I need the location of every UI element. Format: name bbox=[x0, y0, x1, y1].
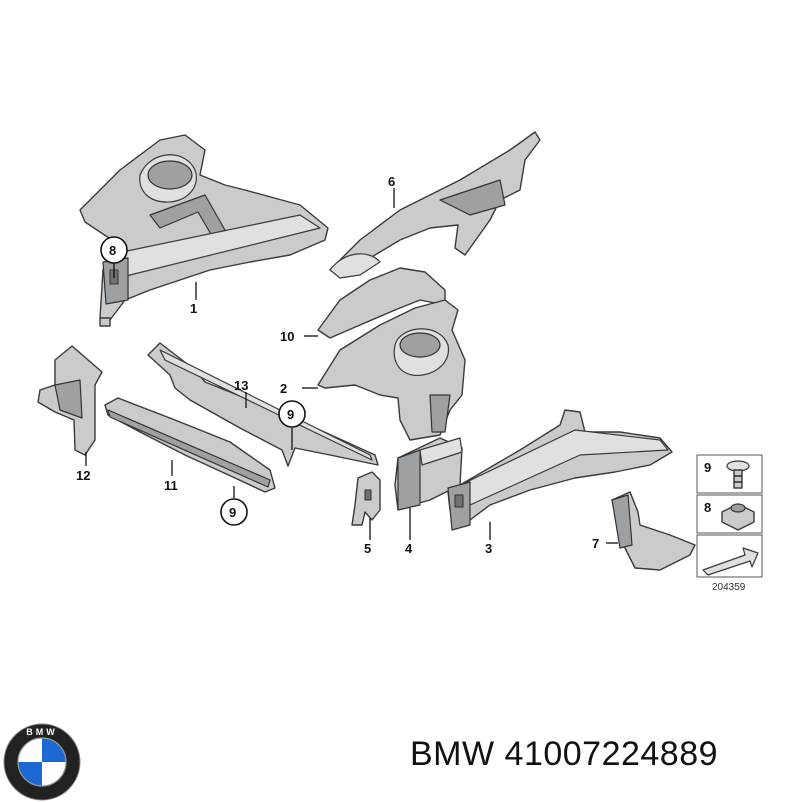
part-6-wheel-arch-bracket bbox=[329, 131, 541, 279]
screw-icon bbox=[726, 460, 750, 489]
callout-9a: 9 bbox=[287, 407, 294, 422]
callout-1: 1 bbox=[190, 301, 197, 316]
part-11-lower-cross-member bbox=[104, 397, 276, 493]
part-1-wheel-housing-assembly bbox=[79, 134, 329, 327]
bmw-logo: BMW bbox=[3, 723, 81, 801]
callout-9b: 9 bbox=[229, 505, 236, 520]
part-12-bracket bbox=[37, 345, 103, 456]
callout-8-circle bbox=[100, 236, 128, 264]
callout-8: 8 bbox=[109, 243, 116, 258]
callout-2: 2 bbox=[280, 381, 287, 396]
callout-13: 13 bbox=[234, 378, 248, 393]
callout-3: 3 bbox=[485, 541, 492, 556]
callouts: 1 2 3 4 5 6 7 10 11 12 13 8 9 9 bbox=[76, 174, 599, 556]
callout-12: 12 bbox=[76, 468, 90, 483]
bmw-logo-lettering: BMW bbox=[26, 727, 58, 737]
part-5-small-bracket bbox=[351, 471, 381, 526]
part-number-caption: BMW 41007224889 bbox=[410, 735, 719, 773]
fastener-legend: 9 8 204359 bbox=[696, 454, 763, 593]
part-3-longitudinal-member bbox=[447, 409, 673, 531]
callout-4: 4 bbox=[405, 541, 413, 556]
callout-7: 7 bbox=[592, 536, 599, 551]
reference-number: 204359 bbox=[712, 582, 746, 593]
callout-11: 11 bbox=[164, 478, 178, 493]
callout-6: 6 bbox=[388, 174, 395, 189]
part-10-arch-panel bbox=[317, 267, 446, 339]
callout-5: 5 bbox=[364, 541, 371, 556]
callout-9a-circle bbox=[278, 400, 306, 428]
nut-icon bbox=[721, 503, 755, 531]
part-7-bracket bbox=[611, 491, 696, 571]
part-2-wheel-housing bbox=[317, 299, 466, 441]
leader-lines bbox=[85, 188, 618, 544]
legend-item-8: 8 bbox=[704, 500, 711, 515]
callout-9b-circle bbox=[220, 498, 248, 526]
callout-10: 10 bbox=[280, 329, 294, 344]
legend-item-9: 9 bbox=[704, 460, 711, 475]
direction-arrow-icon bbox=[702, 547, 759, 576]
part-4-reinforcement bbox=[394, 437, 463, 511]
